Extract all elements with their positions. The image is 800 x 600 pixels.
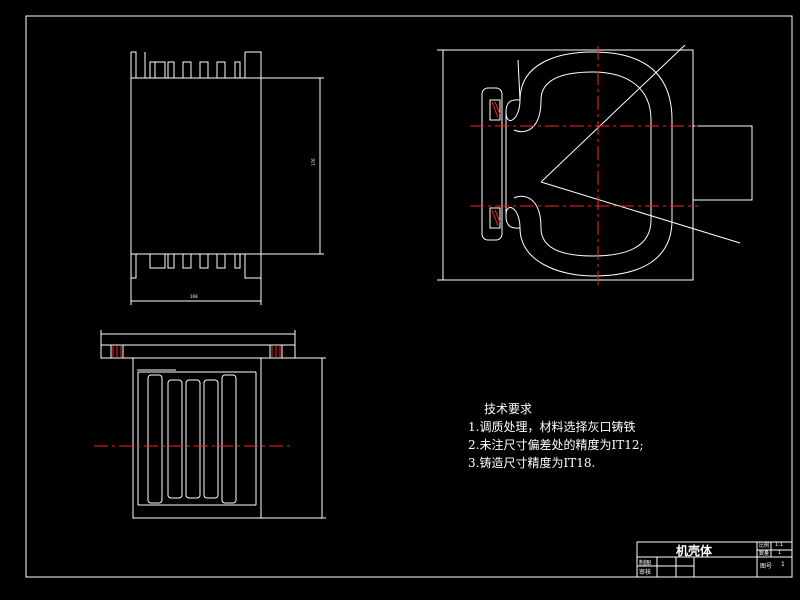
side-view-dim-label: 168 [190, 294, 198, 299]
requirement-item-2: 2.未注尺寸偏差处的精度为IT12; [468, 438, 644, 452]
drawing-no-value: 1 [781, 561, 785, 568]
plan-view-centerlines [470, 46, 698, 286]
requirement-item-1: 1.调质处理，材料选择灰口铸铁 [468, 420, 636, 434]
scale-label: 比例 [759, 543, 770, 549]
drawing-no-label: 图号 [760, 563, 773, 570]
side-view-height-label: 176 [311, 158, 316, 166]
plan-view-hatching [491, 101, 501, 227]
scale-value: 1:1 [775, 542, 784, 548]
requirements-title: 技术要求 [484, 402, 533, 416]
title-block [636, 541, 793, 578]
side-view [130, 51, 324, 305]
requirement-item-3: 3.铸造尺寸精度为IT18. [468, 456, 596, 470]
outer-border [25, 15, 793, 578]
front-view-hatching [112, 346, 281, 357]
checker-label: 审核 [639, 569, 652, 576]
front-view [100, 330, 326, 519]
technical-requirements: 技术要求 1.调质处理，材料选择灰口铸铁 2.未注尺寸偏差处的精度为IT12; … [468, 400, 644, 472]
qty-value: 1 [778, 550, 782, 556]
part-name: 机壳体 [676, 544, 713, 558]
designer-label: 制图 [639, 560, 652, 567]
plan-view [437, 44, 753, 281]
qty-label: 数量 [759, 551, 770, 557]
